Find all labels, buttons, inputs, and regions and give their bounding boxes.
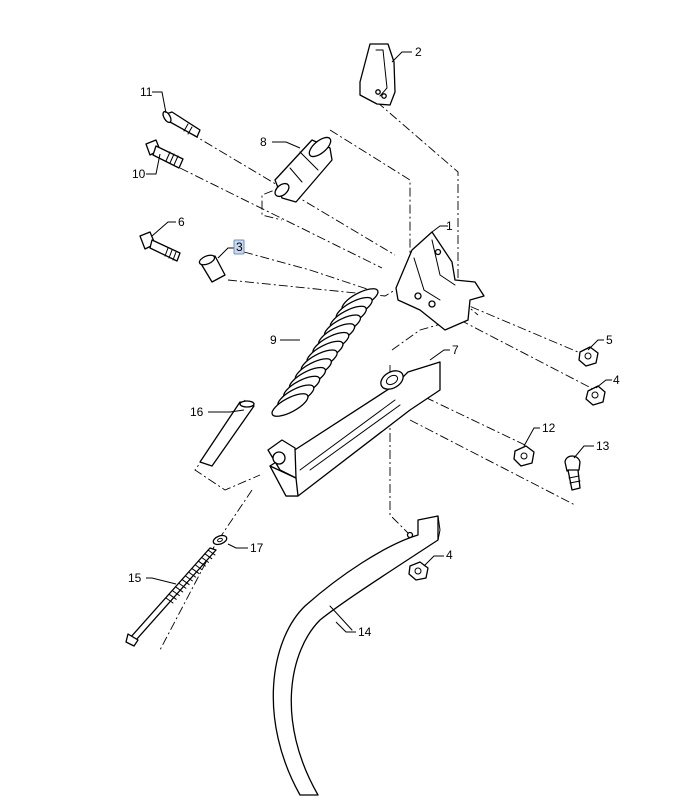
callout-15[interactable]: 15 (128, 571, 142, 585)
part-2-clevis (359, 43, 396, 106)
part-9-spring (271, 288, 379, 417)
part-4-nut-upper (585, 385, 606, 406)
callout-4-lower[interactable]: 4 (446, 548, 453, 562)
part-13-carriage-bolt (564, 455, 581, 491)
part-12-nut (513, 445, 535, 467)
part-17-washer (212, 534, 228, 546)
rod-thread (181, 579, 190, 586)
part-3-spacer-tube (198, 254, 226, 283)
part-16-tube (199, 400, 255, 467)
rod-thread (207, 549, 216, 556)
rod-thread (178, 582, 187, 589)
part-15-threaded-rod (125, 547, 217, 647)
callout-8[interactable]: 8 (260, 135, 267, 149)
part-14-curved-shank (272, 515, 441, 796)
rod-thread (191, 567, 200, 574)
callout-13[interactable]: 13 (596, 439, 610, 453)
rod-thread (194, 564, 203, 571)
rod-thread (184, 575, 193, 582)
callout-3-highlight (233, 239, 245, 255)
part-10-bolt (145, 139, 184, 169)
rod-thread (175, 586, 184, 593)
rod-thread (201, 556, 210, 563)
part-1-mounting-bracket (395, 231, 485, 331)
rod-thread (188, 571, 197, 578)
part-7-shank-arm (267, 361, 441, 497)
callout-6[interactable]: 6 (178, 215, 185, 229)
leader-lines (146, 51, 612, 633)
callout-4-upper[interactable]: 4 (613, 373, 620, 387)
rod-thread (168, 593, 177, 600)
callout-10[interactable]: 10 (132, 167, 146, 181)
callout-labels: 1 2 3 4 4 5 6 7 8 9 10 11 12 13 14 15 16… (128, 45, 620, 639)
callout-16[interactable]: 16 (190, 405, 204, 419)
callout-14[interactable]: 14 (358, 625, 372, 639)
callout-3[interactable]: 3 (236, 240, 243, 254)
part-4-nut-lower (408, 561, 429, 581)
part-6-bolt (139, 231, 181, 262)
callout-17[interactable]: 17 (250, 541, 264, 555)
rod-thread (165, 597, 174, 604)
rod-thread (197, 560, 206, 567)
callout-2[interactable]: 2 (415, 45, 422, 59)
callout-12[interactable]: 12 (542, 421, 556, 435)
callout-7[interactable]: 7 (452, 343, 459, 357)
callout-5[interactable]: 5 (606, 333, 613, 347)
rod-thread (204, 553, 213, 560)
part-8-pivot-bushing (274, 136, 333, 203)
part-11-bolt (162, 110, 201, 138)
part-5-nut (578, 346, 599, 367)
callout-9[interactable]: 9 (270, 333, 277, 347)
spring-coil (271, 393, 309, 417)
callout-11[interactable]: 11 (140, 85, 153, 99)
rod-thread (171, 590, 180, 597)
callout-1[interactable]: 1 (446, 219, 453, 233)
